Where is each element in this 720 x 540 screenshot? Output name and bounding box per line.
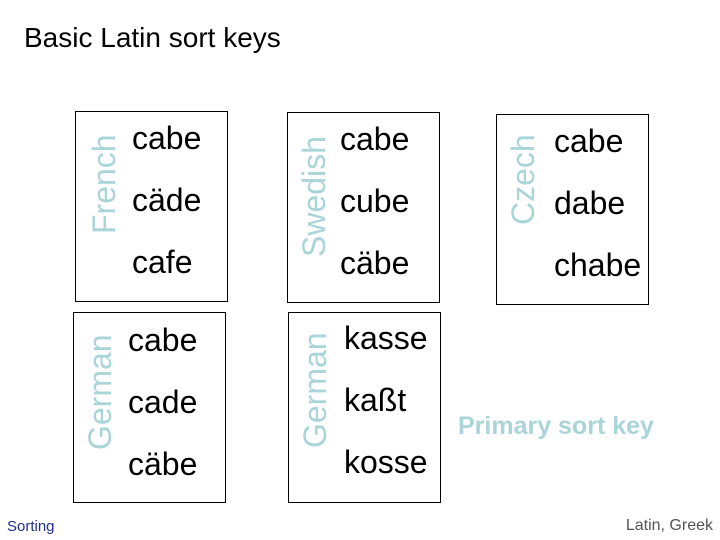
word-1: cabe: [340, 121, 410, 157]
language-label: German: [297, 332, 333, 448]
word-3: chabe: [554, 247, 642, 283]
word-2: kaßt: [344, 382, 407, 418]
word-1: cabe: [128, 322, 198, 358]
slide-title: Basic Latin sort keys: [24, 22, 281, 53]
word-3: cafe: [132, 244, 193, 280]
word-3: kosse: [344, 444, 428, 480]
language-label: Swedish: [296, 136, 332, 257]
primary-sort-key-label: Primary sort key: [458, 412, 654, 440]
word-1: kasse: [344, 320, 428, 356]
word-2: cäde: [132, 182, 202, 218]
word-2: cube: [340, 183, 410, 219]
word-1: cabe: [132, 120, 202, 156]
word-3: cäbe: [128, 446, 198, 482]
sort-box-german-1: German cabe cade cäbe: [73, 312, 226, 503]
footer-section-link[interactable]: Sorting: [7, 518, 55, 535]
sort-box-german-2: German kasse kaßt kosse: [288, 312, 441, 503]
sort-box-swedish: Swedish cabe cube cäbe: [287, 112, 440, 303]
word-1: cabe: [554, 123, 624, 159]
language-label: Czech: [505, 134, 541, 225]
language-label: French: [86, 134, 122, 234]
sort-box-french: French cabe cäde cafe: [75, 111, 228, 302]
sort-box-czech: Czech cabe dabe chabe: [496, 114, 649, 305]
footer-topic: Latin, Greek: [625, 517, 713, 534]
language-label: German: [82, 334, 118, 450]
word-3: cäbe: [340, 245, 410, 281]
word-2: dabe: [554, 185, 626, 221]
word-2: cade: [128, 384, 198, 420]
